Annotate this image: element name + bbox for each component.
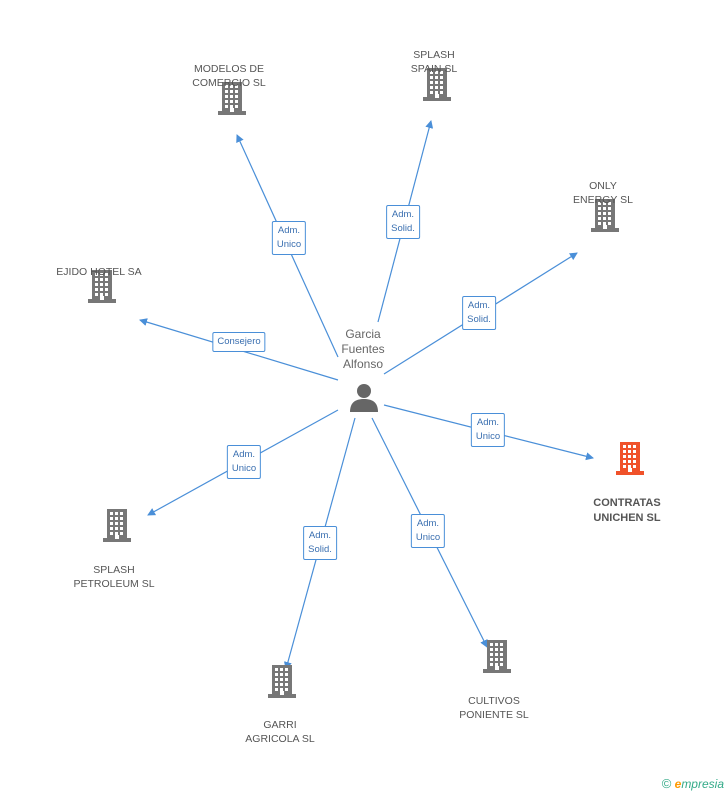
- company-name-only[interactable]: ONLY ENERGY SL: [573, 180, 633, 206]
- company-name-splash-spain[interactable]: SPLASH SPAIN SL: [410, 49, 458, 75]
- building-icon[interactable]: [101, 508, 133, 542]
- relation-label-only[interactable]: Adm. Solid.: [462, 296, 496, 330]
- building-icon[interactable]: [216, 81, 248, 115]
- copyright-symbol: ©: [661, 776, 672, 791]
- relation-label-splash-pet[interactable]: Adm. Unico: [226, 445, 262, 479]
- building-icon[interactable]: [481, 639, 513, 673]
- relation-label-cultivos[interactable]: Adm. Unico: [410, 514, 446, 548]
- building-icon[interactable]: [589, 198, 621, 232]
- relation-label-splash-spain[interactable]: Adm. Solid.: [386, 205, 420, 239]
- building-icon[interactable]: [86, 269, 118, 303]
- relation-label-modelos[interactable]: Adm. Unico: [271, 221, 307, 255]
- footer-brand: © empresia: [662, 776, 724, 791]
- building-icon[interactable]: [266, 664, 298, 698]
- company-name-splash-pet[interactable]: SPLASH PETROLEUM SL: [73, 564, 155, 590]
- building-icon[interactable]: [421, 67, 453, 101]
- company-name-cultivos[interactable]: CULTIVOS PONIENTE SL: [459, 695, 529, 721]
- company-name-ejido[interactable]: EJIDO HOTEL SA: [56, 266, 142, 278]
- person-icon[interactable]: [348, 381, 380, 413]
- brand-logo-text: mpresia: [681, 777, 724, 791]
- company-name-modelos[interactable]: MODELOS DE COMERCIO SL: [192, 63, 266, 89]
- relation-label-garri[interactable]: Adm. Solid.: [303, 526, 337, 560]
- company-name-contratas[interactable]: CONTRATAS UNICHEN SL: [593, 497, 661, 524]
- company-name-garri[interactable]: GARRI AGRICOLA SL: [245, 719, 315, 745]
- brand-logo-initial: e: [674, 777, 682, 791]
- relation-label-contratas[interactable]: Adm. Unico: [470, 413, 506, 447]
- building-icon[interactable]: [614, 441, 646, 475]
- relation-label-ejido[interactable]: Consejero: [212, 332, 266, 352]
- person-name[interactable]: Garcia Fuentes Alfonso: [341, 327, 385, 371]
